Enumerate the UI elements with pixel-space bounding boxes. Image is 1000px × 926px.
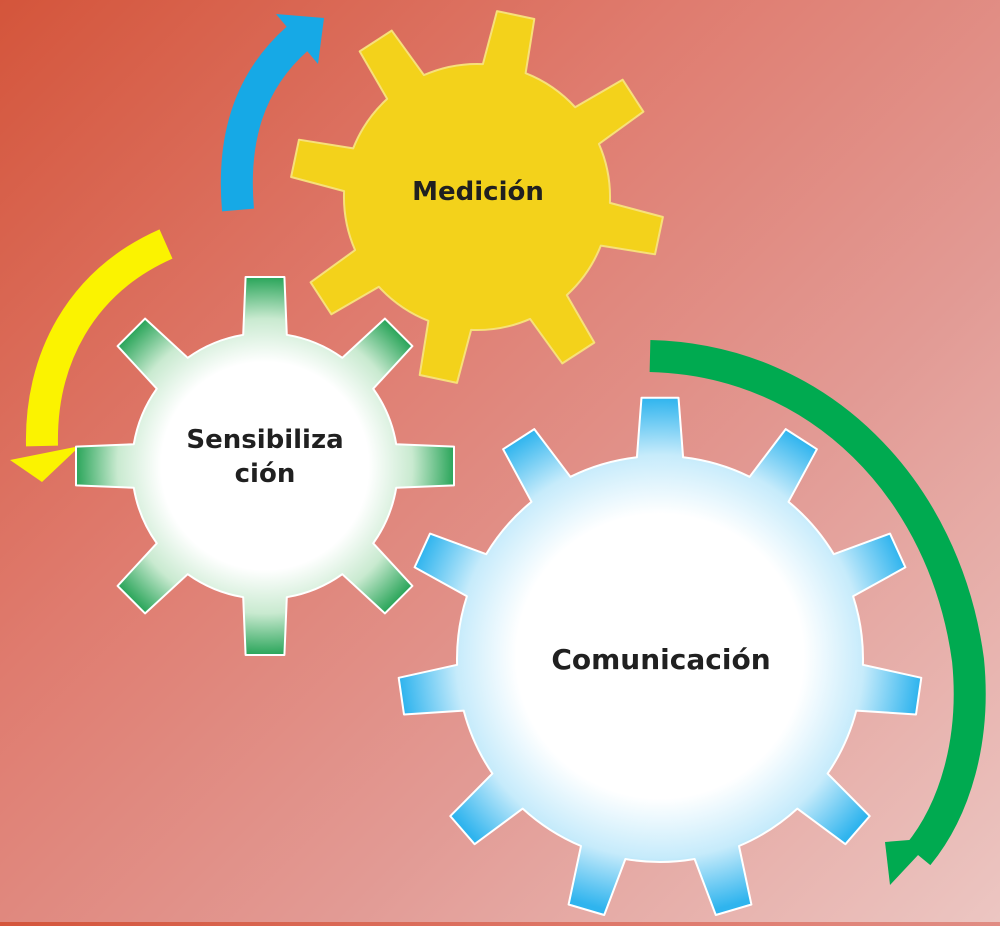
arrow-yellow bbox=[10, 229, 173, 482]
sensibilizacion-label: Sensibiliza ción bbox=[186, 425, 344, 489]
arrow-green bbox=[649, 340, 986, 885]
medicion-label: Medición bbox=[412, 177, 544, 207]
comunicacion-label: Comunicación bbox=[551, 643, 771, 676]
sensibilizacion-gear bbox=[75, 276, 455, 656]
arrow-blue bbox=[220, 14, 324, 212]
comunicacion-gear bbox=[397, 396, 923, 916]
medicion-gear bbox=[290, 10, 664, 384]
